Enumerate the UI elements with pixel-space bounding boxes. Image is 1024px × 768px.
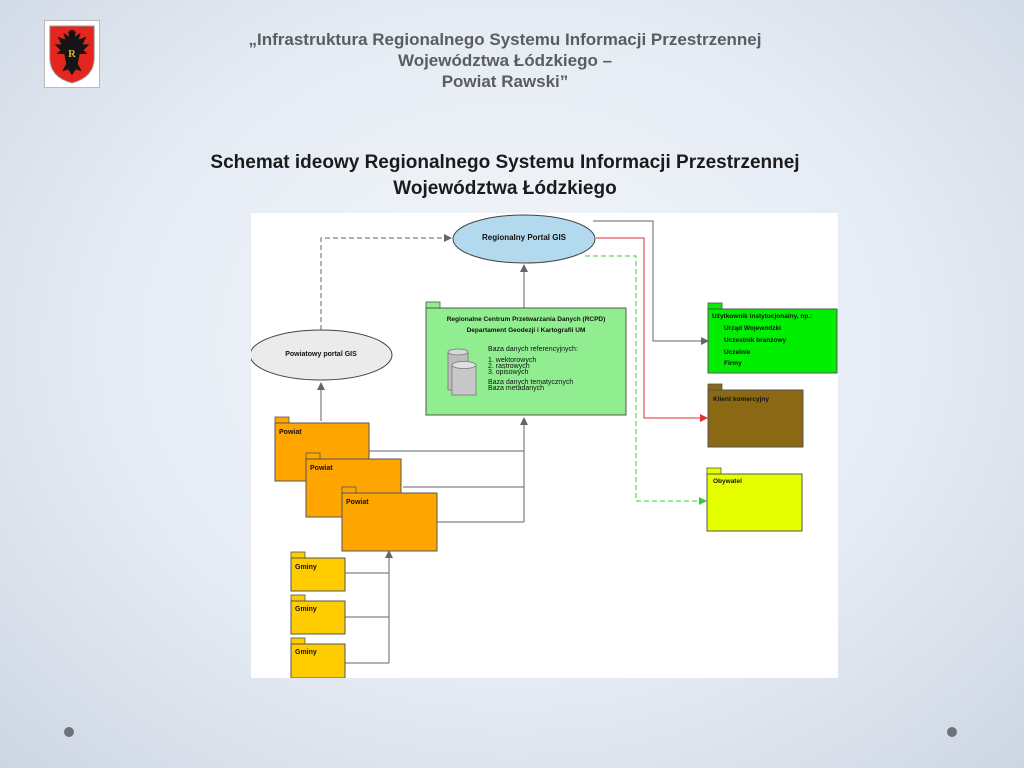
svg-text:R: R — [68, 49, 76, 60]
rcpd-box — [425, 301, 627, 416]
gminy-boxes — [290, 551, 346, 678]
powiat-portal-label: Powiatowy portal GIS — [285, 351, 357, 358]
link-portal-to-uzytkownik — [593, 220, 709, 345]
connectors — [317, 220, 709, 664]
gminy-label-3: Gminy — [295, 649, 317, 656]
powiat-label-2: Powiat — [310, 465, 333, 472]
uzytkownik-item-1: Urząd Wojewódzki — [724, 325, 781, 332]
powiat-label-3: Powiat — [346, 499, 369, 506]
header-line-3: Powiat Rawski” — [441, 72, 569, 91]
uzytkownik-title: Użytkownik instytucjonalny, np.: — [712, 313, 813, 320]
gminy-label-1: Gminy — [295, 564, 317, 571]
slide-title-line-1: Schemat ideowy Regionalnego Systemu Info… — [210, 152, 800, 173]
uzytkownik-item-4: Firmy — [724, 360, 742, 367]
database-icon — [447, 348, 477, 396]
rcpd-thematic-db: Baza danych tematycznych — [488, 379, 574, 386]
rcpd-item-1: 1. wektorowych — [488, 357, 537, 364]
link-portal-to-obywatel — [585, 255, 707, 505]
diagram-canvas — [251, 214, 838, 678]
eagle-crest-icon: R — [49, 25, 95, 84]
obywatel-box — [706, 467, 803, 532]
link-portal-to-klient — [596, 237, 708, 422]
rcpd-title: Regionalne Centrum Przetwarzania Danych … — [446, 316, 606, 323]
uzytkownik-item-3: Uczelnie — [724, 349, 751, 356]
rcpd-item-3: 3. opisowych — [488, 369, 529, 376]
nav-dot-left — [64, 727, 74, 737]
obywatel-label: Obywatel — [713, 478, 742, 485]
dashed-link-powiat-portal-to-regional — [317, 234, 452, 337]
regional-portal-gis — [452, 214, 596, 264]
powiat-portal-gis — [251, 329, 393, 381]
klient-box — [707, 383, 804, 448]
gminy-label-2: Gminy — [295, 606, 317, 613]
page-header: „Infrastruktura Regionalnego Systemu Inf… — [150, 29, 860, 92]
slide-title-line-2: Województwa Łódzkiego — [393, 178, 617, 199]
system-diagram: Regionalny Portal GIS Powiatowy portal G… — [251, 213, 838, 678]
regional-portal-label: Regionalny Portal GIS — [481, 233, 566, 242]
header-line-1: „Infrastruktura Regionalnego Systemu Inf… — [248, 30, 762, 49]
rcpd-metadata-db: Baza metadanych — [488, 385, 545, 392]
nav-dot-right — [947, 727, 957, 737]
powiat-label-1: Powiat — [279, 429, 302, 436]
uzytkownik-box — [707, 302, 838, 374]
coat-of-arms: R — [44, 20, 100, 88]
header-line-2: Województwa Łódzkiego – — [397, 51, 613, 70]
slide-title: Schemat ideowy Regionalnego Systemu Info… — [100, 150, 910, 202]
rcpd-ref-db: Baza danych referencyjnych: — [488, 346, 578, 353]
rcpd-dept: Departament Geodezji i Kartografii UM — [466, 327, 586, 334]
rcpd-item-2: 2. rastrowych — [488, 363, 530, 370]
link-powiat-to-rcpd — [369, 417, 528, 452]
klient-label: Klient komercyjny — [713, 396, 769, 403]
powiat-boxes — [274, 416, 438, 552]
uzytkownik-item-2: Uczestnik branżowy — [724, 337, 787, 344]
